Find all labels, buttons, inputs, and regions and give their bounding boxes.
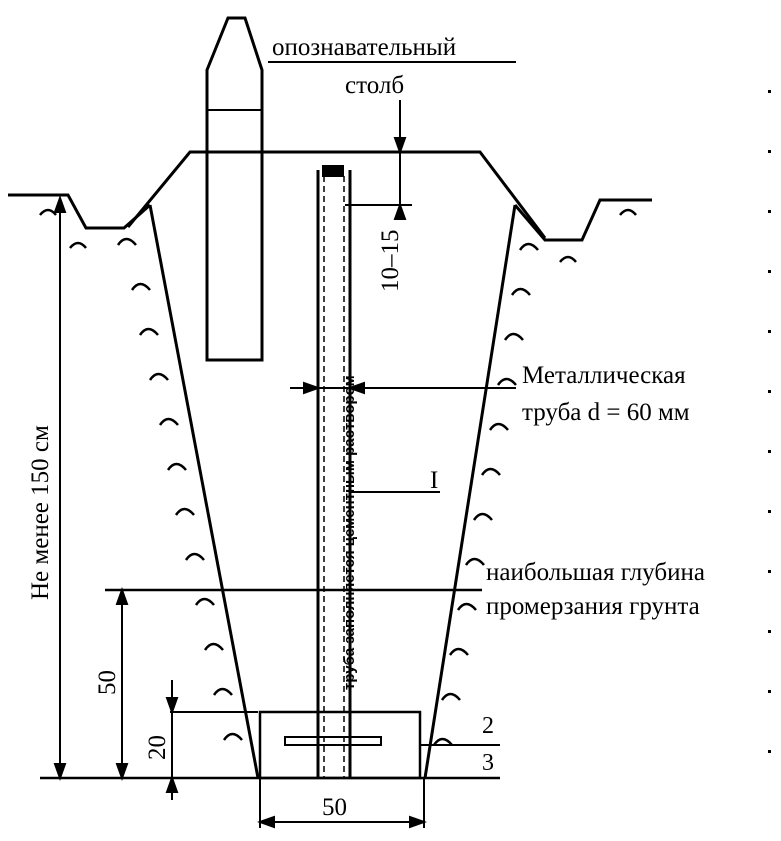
post-label-line1: опознавательный — [272, 34, 456, 61]
gap-dim-label: 10–15 — [377, 230, 404, 293]
post-label-line2: столб — [345, 72, 404, 99]
pipe-label-line1: Металлическая — [522, 362, 686, 389]
bottom-width-label: 50 — [322, 794, 347, 821]
callout-3: 3 — [482, 750, 494, 776]
soil-hatch-left — [39, 208, 243, 741]
ground-surface — [8, 193, 151, 230]
depth-dim-label: Не менее 150 см — [27, 425, 54, 600]
pit-wall-right — [423, 204, 517, 779]
mound — [126, 150, 547, 239]
soil-hatch-right — [432, 208, 637, 746]
frost-label-line2: промерзания грунта — [486, 593, 700, 620]
section-mark: I — [430, 467, 438, 494]
pipe-label-line2: труба d = 60 мм — [522, 399, 690, 426]
identification-post — [205, 16, 264, 362]
gap-dimension — [345, 100, 412, 220]
anchor-plate — [284, 736, 382, 746]
slab-dimension — [165, 680, 258, 800]
frost-dim-label: 50 — [94, 670, 121, 695]
depth-dimension — [53, 195, 67, 781]
frost-dimension — [115, 587, 129, 781]
metal-pipe — [316, 170, 352, 778]
callout-2: 2 — [482, 713, 494, 739]
pit-wall-left — [148, 204, 260, 779]
margin-ticks — [768, 90, 771, 753]
frost-label-line1: наибольшая глубина — [486, 559, 705, 586]
bottom-width-dimension — [257, 778, 427, 829]
pipe-cap — [322, 165, 344, 177]
pipe-fill-note: труба заполняется цементным раствором — [341, 375, 358, 690]
slab-height-label: 20 — [144, 735, 171, 760]
pipe-diameter-dimension — [290, 381, 516, 395]
ground-surface-right — [513, 198, 652, 242]
